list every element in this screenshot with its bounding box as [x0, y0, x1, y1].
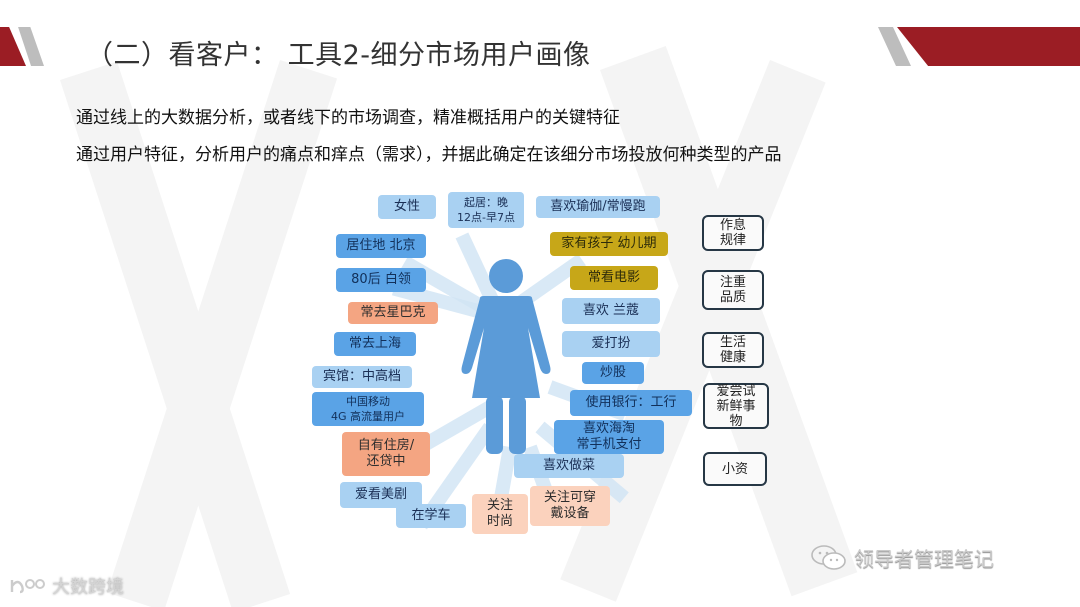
description-line-1: 通过线上的大数据分析，或者线下的市场调查，精准概括用户的关键特征	[76, 108, 620, 128]
tag-stocks: 炒股	[582, 362, 644, 384]
tag-bank: 使用银行：工行	[570, 390, 692, 416]
female-person-icon	[461, 259, 551, 454]
tag-yoga-running: 喜欢瑜伽/常慢跑	[536, 196, 660, 218]
tag-cooking: 喜欢做菜	[514, 454, 624, 478]
tag-housing: 自有住房/ 还贷中	[342, 432, 430, 476]
summary-tag-novelty: 爱尝试 新鲜事 物	[703, 383, 769, 429]
tag-sleep-schedule: 起居：晚 12点-早7点	[448, 192, 524, 228]
logo-icon	[10, 579, 45, 594]
watermark-right: 领导者管理笔记	[810, 543, 994, 572]
watermark-right-text: 领导者管理笔记	[854, 547, 994, 571]
tag-age-occupation: 80后 白领	[336, 268, 426, 292]
tag-shanghai: 常去上海	[334, 332, 416, 356]
tag-female: 女性	[378, 195, 436, 219]
summary-tag-healthy-life: 生活 健康	[702, 332, 764, 368]
watermark-left-text: 大数跨境	[52, 577, 124, 598]
tag-movies: 常看电影	[570, 266, 658, 290]
tag-driving-school: 在学车	[396, 504, 466, 528]
tag-residence: 居住地 北京	[336, 234, 426, 258]
summary-tag-quality: 注重 品质	[702, 270, 764, 310]
user-persona-diagram: 女性 居住地 北京 80后 白领 常去星巴克 常去上海 宾馆：中高档 中国移动 …	[300, 180, 800, 545]
tag-lancome: 喜欢 兰蔻	[562, 298, 660, 324]
wechat-icon	[811, 544, 846, 570]
description-line-2: 通过用户特征，分析用户的痛点和痒点（需求），并据此确定在该细分市场投放何种类型的…	[76, 145, 782, 165]
summary-tag-regular-schedule: 作息 规律	[702, 215, 764, 251]
slide-title: （二）看客户： 工具2-细分市场用户画像	[86, 40, 591, 71]
watermark-left: 大数跨境	[8, 573, 124, 599]
tag-wearables: 关注可穿 戴设备	[530, 486, 610, 526]
tag-overseas-shopping: 喜欢海淘 常手机支付	[554, 420, 664, 454]
summary-tag-petty-bourgeois: 小资	[703, 452, 767, 486]
tag-dress-up: 爱打扮	[562, 331, 660, 357]
tag-fashion: 关注 时尚	[472, 494, 528, 534]
tag-mobile-carrier: 中国移动 4G 高流量用户	[312, 392, 424, 426]
tag-starbucks: 常去星巴克	[348, 302, 438, 324]
tag-american-drama: 爱看美剧	[340, 482, 422, 508]
tag-young-child: 家有孩子 幼儿期	[550, 232, 668, 256]
header-accent-right-red	[897, 27, 1080, 66]
tag-hotel: 宾馆：中高档	[312, 366, 412, 388]
